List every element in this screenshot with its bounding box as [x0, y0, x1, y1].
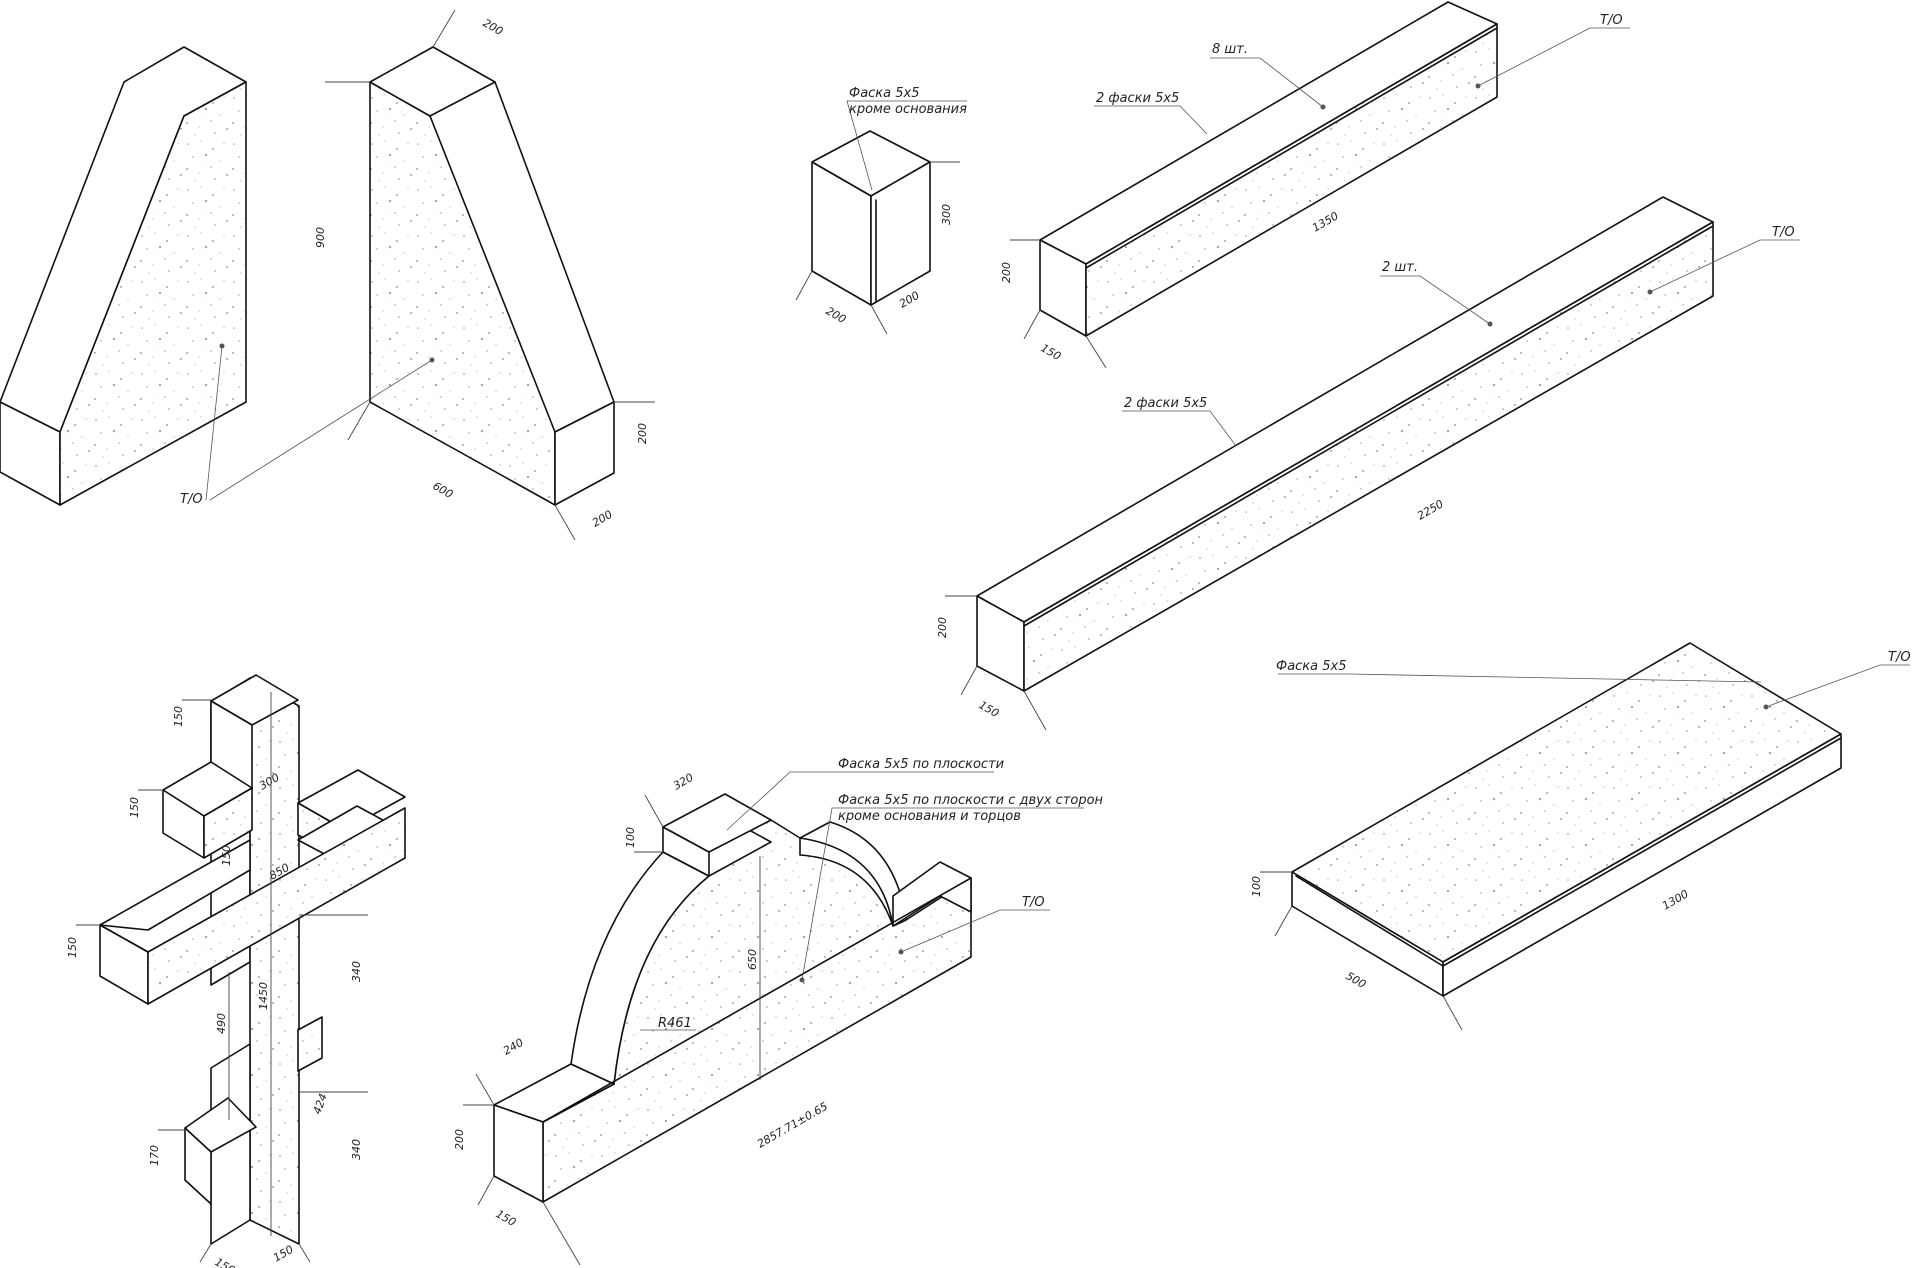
- stele-height-dim: 900: [314, 227, 327, 248]
- cross-150f-dim: 150: [271, 1243, 296, 1265]
- stele-right-leader: [209, 359, 433, 501]
- slab-chamfer-label: Фаска 5х5: [1276, 659, 1347, 674]
- cross-340b-dim: 340: [350, 1139, 363, 1160]
- beam-2250: 2 шт. Т/О 2 фаски 5х5 200 150 2250: [936, 196, 1800, 731]
- post-width2-dim: 200: [897, 289, 922, 311]
- cross-1450-dim: 1450: [257, 982, 270, 1010]
- cross-shaft-side: [249, 677, 300, 1245]
- slab-height-dim: 100: [1250, 876, 1263, 897]
- beam2-chamfer-label: 2 фаски 5х5: [1124, 396, 1207, 411]
- slab-chamfer-leaders: [1349, 673, 1762, 683]
- arch-150-dim: 150: [494, 1207, 519, 1229]
- beam2-length-dim: 2250: [1415, 497, 1446, 522]
- post-leader: [846, 100, 967, 191]
- beam1-pcs-label: 8 шт.: [1212, 42, 1248, 57]
- stele-left-side-face: [59, 81, 247, 506]
- post-width1-dim: 200: [824, 304, 849, 326]
- slab: Фаска 5х5 Т/О 100 500 1300: [1250, 642, 1911, 1031]
- cross-424-dim: 424: [311, 1092, 330, 1116]
- beam1-side-face: [1085, 23, 1498, 337]
- arch-monument: Фаска 5х5 по плоскости Фаска 5х5 по плос…: [453, 757, 1104, 1266]
- stele-left-leader: [205, 345, 223, 501]
- stele-right: 200 900 600 200 200: [209, 9, 655, 541]
- arch-to-label: Т/О: [1022, 895, 1045, 910]
- arch-650-dim: 650: [746, 949, 759, 970]
- arch-left-front: [493, 1104, 544, 1203]
- cross-490-dim: 490: [215, 1013, 228, 1034]
- slab-width-dim: 500: [1344, 969, 1369, 991]
- beam1-to-leader: [1477, 27, 1630, 87]
- beam-1350: 8 шт. Т/О 2 фаски 5х5 200 150 1350: [1000, 1, 1630, 369]
- arch-plane-leader: [726, 771, 994, 831]
- stele-base-h-dim: 200: [636, 423, 649, 444]
- cross-foot-front: [184, 1127, 212, 1205]
- arch-100-dim: 100: [624, 827, 637, 848]
- cross-150d-dim: 150: [66, 937, 79, 958]
- cross-150e-dim: 150: [213, 1255, 238, 1268]
- stele-left-to-label: Т/О: [180, 492, 203, 507]
- slab-to-leader: [1765, 664, 1910, 708]
- stele-width-dim: 600: [431, 479, 456, 501]
- cross-150c-dim: 150: [220, 845, 233, 866]
- arch-length-dim: 2857.71±0.65: [755, 1100, 830, 1151]
- cross-main-bar-top: [99, 839, 251, 931]
- beam2-depth-dim: 150: [977, 698, 1002, 720]
- arch-two-sides-leader: [801, 807, 1084, 981]
- arch-plane-label: Фаска 5х5 по плоскости: [838, 757, 1004, 772]
- arch-top-block: [662, 793, 772, 853]
- beam1-chamfer-label: 2 фаски 5х5: [1096, 91, 1179, 106]
- stele-depth-dim: 200: [590, 508, 615, 530]
- beam2-chamfer-leader: [1122, 410, 1237, 447]
- arch-200-dim: 200: [453, 1129, 466, 1150]
- cross-150a-dim: 150: [172, 706, 185, 727]
- orthodox-cross: 150 150 150 150 300 850 340 1450 490 424…: [66, 674, 406, 1268]
- slab-side-face: [1442, 733, 1842, 997]
- beam1-depth-dim: 150: [1039, 341, 1064, 363]
- post-right-face: [870, 161, 931, 306]
- post-except-base-label: кроме основания: [849, 102, 967, 117]
- post-height-dim: 300: [940, 204, 953, 225]
- beam1-chamfer-leader: [1094, 105, 1208, 135]
- beam2-to-leader: [1649, 239, 1800, 293]
- small-post: Фаска 5х5 кроме основания 300 200 200: [795, 86, 967, 335]
- stele-top-dim: 200: [481, 16, 506, 38]
- beam1-length-dim: 1350: [1310, 209, 1341, 234]
- slab-to-label: Т/О: [1888, 650, 1911, 665]
- beam2-pcs-leader: [1380, 275, 1491, 325]
- cross-170-dim: 170: [148, 1145, 161, 1166]
- arch-240-dim: 240: [501, 1036, 526, 1058]
- stele-left: Т/О: [0, 46, 247, 507]
- cross-main-bar-front: [99, 924, 149, 1005]
- cross-main-bar-side: [147, 807, 406, 1005]
- beam2-height-dim: 200: [936, 617, 949, 638]
- beam1-height-dim: 200: [1000, 262, 1013, 283]
- cross-340a-dim: 340: [350, 961, 363, 982]
- beam1-to-label: Т/О: [1600, 13, 1623, 28]
- post-chamfer-label: Фаска 5х5: [849, 86, 920, 101]
- arch-except-ends-label: кроме основания и торцов: [838, 809, 1021, 824]
- beam1-pcs-leader: [1210, 57, 1324, 108]
- beam2-side-face: [1023, 221, 1714, 692]
- stele-right-base-front: [554, 401, 615, 506]
- arch-to-leader: [900, 909, 1050, 953]
- cross-150b-dim: 150: [128, 797, 141, 818]
- beam2-to-label: Т/О: [1772, 225, 1795, 240]
- arch-320-dim: 320: [671, 771, 696, 793]
- slab-length-dim: 1300: [1660, 887, 1691, 912]
- arch-radius-label: R461: [658, 1016, 692, 1031]
- arch-two-sides-label: Фаска 5х5 по плоскости с двух сторон: [838, 793, 1104, 808]
- beam2-pcs-label: 2 шт.: [1382, 260, 1418, 275]
